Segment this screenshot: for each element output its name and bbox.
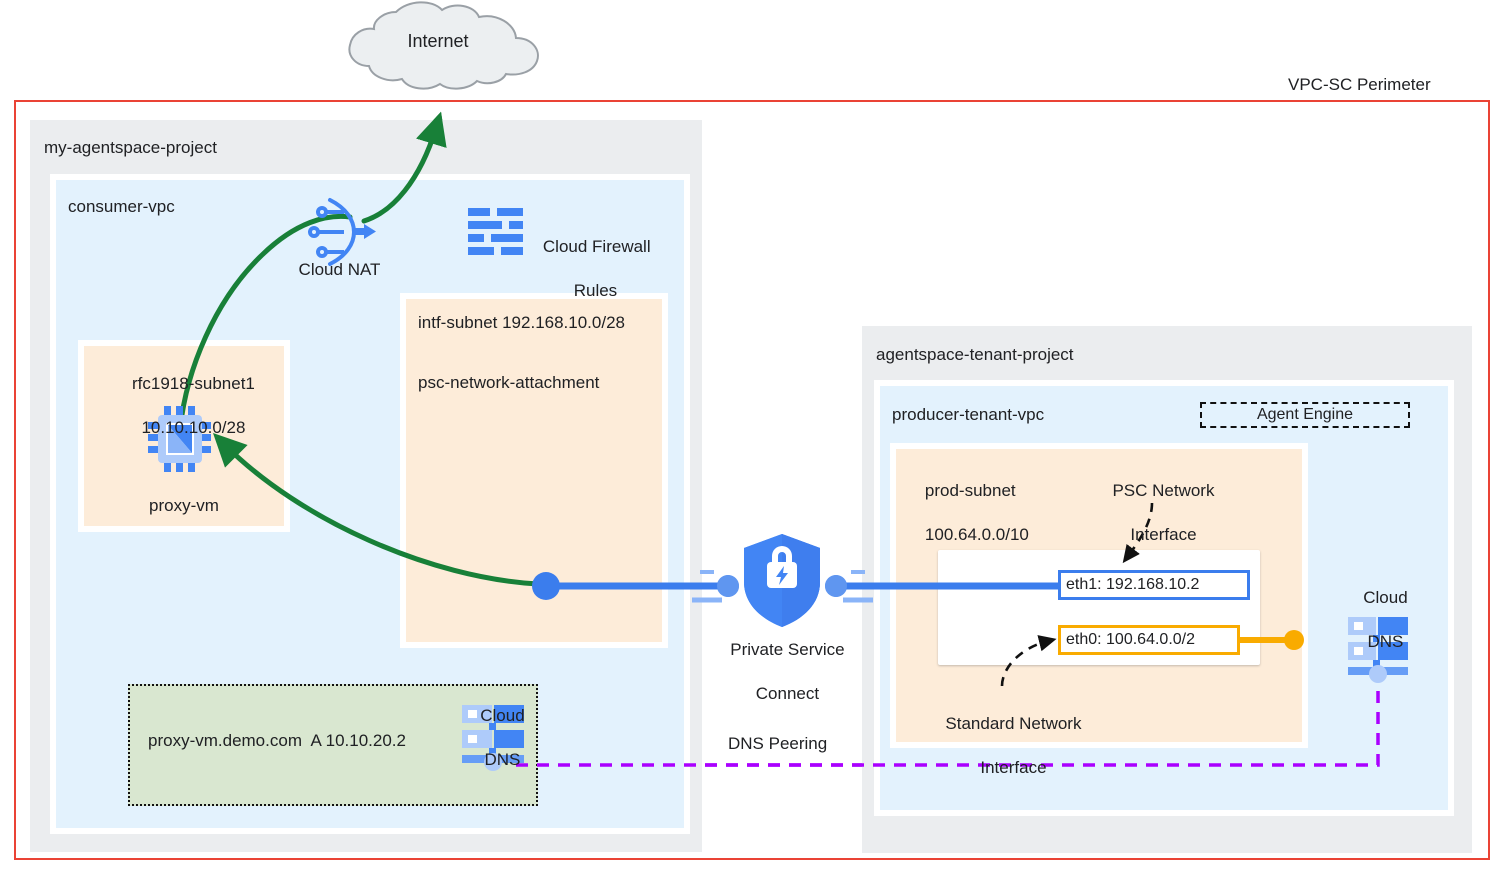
cloud-firewall-label: Cloud Firewall Rules [524,214,651,324]
cloud-firewall-label-line2: Rules [573,281,618,300]
cloud-dns-left-line1: Cloud [480,706,525,725]
psc-nic-line2: Interface [1130,525,1197,544]
psc-nic-line1: PSC Network [1112,481,1215,500]
vpc-title-consumer: consumer-vpc [68,197,175,216]
nic-eth0[interactable]: eth0: 100.64.0.0/2 [1058,625,1240,655]
cloud-nat-label: Cloud NAT [298,260,381,279]
standard-network-interface-annotation: Standard Network Interface [926,691,1082,801]
std-nic-line2: Interface [980,758,1047,777]
cloud-firewall-label-line1: Cloud Firewall [542,237,651,256]
std-nic-line1: Standard Network [945,714,1082,733]
cloud-dns-left-line2: DNS [484,750,521,769]
dns-record-label: proxy-vm.demo.com A 10.10.20.2 [148,731,406,750]
rfc1918-subnet-cidr: 10.10.10.0/28 [141,418,246,437]
cloud-dns-label-right: Cloud DNS [1336,565,1416,675]
vpc-title-producer: producer-tenant-vpc [892,405,1045,424]
private-service-connect-label: Private Service Connect [694,617,862,727]
proxy-vm-label: proxy-vm [149,496,219,515]
rfc1918-subnet-label: rfc1918-subnet1 10.10.10.0/28 [78,351,290,461]
prod-subnet-cidr: 100.64.0.0/10 [924,525,1029,544]
agent-engine-label: Agent Engine [1256,406,1354,423]
project-title-left: my-agentspace-project [44,138,217,157]
cloud-dns-right-line2: DNS [1367,632,1404,651]
dns-peering-label: DNS Peering [728,734,828,753]
rfc1918-subnet-name: rfc1918-subnet1 [132,374,255,393]
psc-network-attachment-label: psc-network-attachment [418,373,600,392]
nic-eth1[interactable]: eth1: 192.168.10.2 [1058,570,1250,600]
psc-label-line2: Connect [755,684,820,703]
intf-subnet-label: intf-subnet 192.168.10.0/28 [418,313,625,332]
cloud-dns-right-line1: Cloud [1363,588,1408,607]
psc-label-line1: Private Service [730,640,845,659]
project-title-right: agentspace-tenant-project [876,345,1074,364]
vpc-sc-perimeter-label: VPC-SC Perimeter [1288,75,1431,94]
psc-network-interface-annotation: PSC Network Interface [1090,458,1218,568]
prod-subnet-label: prod-subnet 100.64.0.0/10 [906,458,1029,568]
cloud-dns-label-left: Cloud DNS [448,683,538,793]
prod-subnet-name: prod-subnet [924,481,1016,500]
vpc-sc-perimeter-box [14,100,1490,860]
agent-engine-box [1200,402,1410,428]
internet-label: Internet [407,31,469,51]
